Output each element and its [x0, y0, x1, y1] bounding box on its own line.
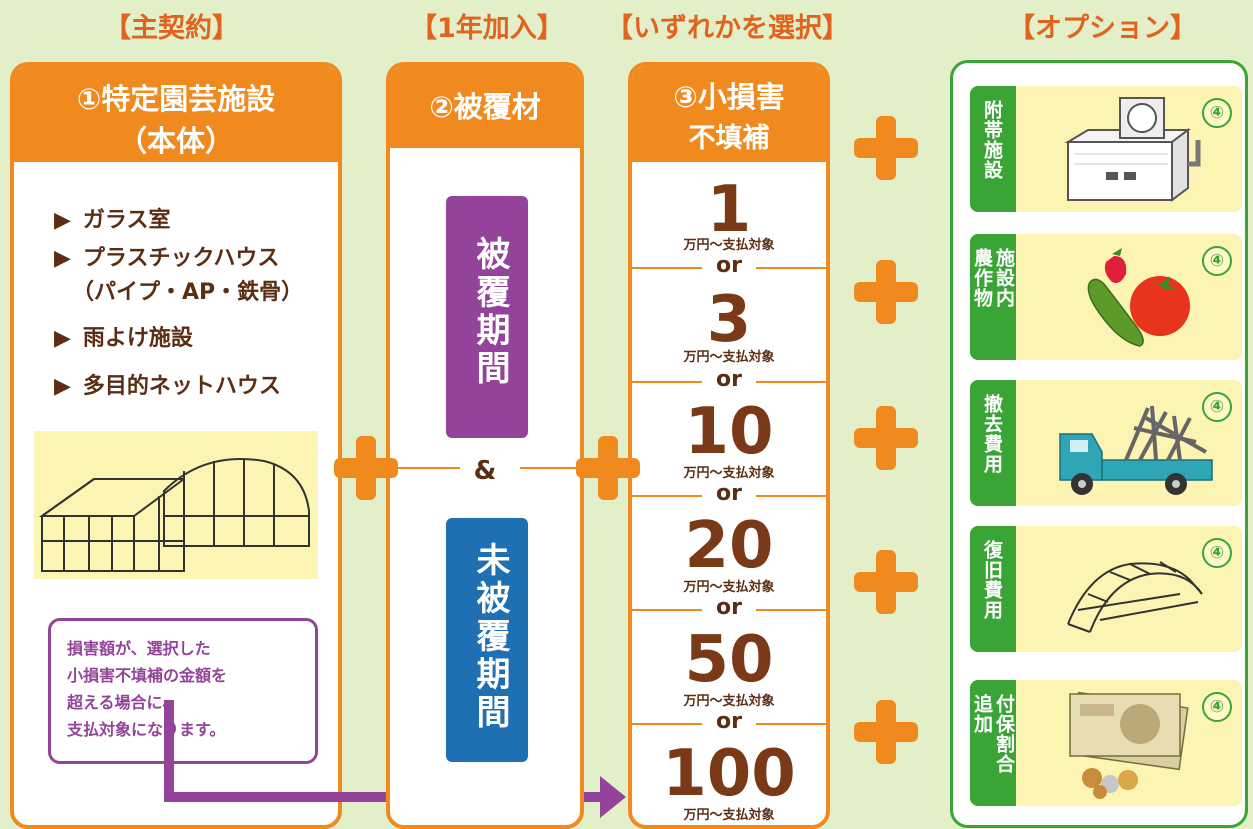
period-and: & [473, 456, 497, 486]
card-main-facility-header: ①特定園芸施設 （本体） [14, 66, 338, 162]
option-number-badge: ④ [1202, 98, 1232, 128]
amount-3: 3 [706, 283, 752, 357]
header-main-contract: 【主契約】 [104, 13, 239, 44]
amount-unit: 万円～支払対象 [683, 238, 775, 253]
card-covering-material-header: ②被覆材 [390, 66, 580, 148]
or-separator: or [632, 709, 826, 734]
or-separator: or [632, 481, 826, 506]
or-separator: or [632, 253, 826, 278]
card-small-damage-subtitle: 不填補 [688, 123, 770, 154]
period-covered-label: 被覆期間 [470, 236, 510, 388]
note-arrow-head [600, 776, 626, 818]
amount-50: 50 [684, 623, 774, 697]
amount-100: 100 [662, 737, 796, 811]
option-number-badge: ④ [1202, 246, 1232, 276]
option-additional-coverage: 付保割合 追加 ④ [970, 680, 1242, 806]
card-main-facility: ①特定園芸施設 （本体） ▶ガラス室 ▶プラスチックハウス （パイプ・AP・鉄骨… [10, 62, 342, 829]
option-tag: 撤去費用 [970, 380, 1016, 506]
amount-10: 10 [684, 395, 774, 469]
facility-item-plastic: ▶プラスチックハウス [54, 246, 280, 271]
note-line: 損害額が、選択した [67, 639, 211, 658]
facility-item-glass: ▶ガラス室 [54, 208, 171, 233]
period-uncovered-box: 未被覆期間 [446, 518, 528, 762]
card-main-facility-title: ①特定園芸施設 [76, 82, 276, 116]
truck-icon [1059, 405, 1213, 495]
plus-icon [854, 406, 918, 470]
plus-icon [576, 436, 640, 500]
amount-unit: 万円～支払対象 [683, 808, 775, 823]
option-tag: 復旧費用 [970, 526, 1016, 652]
card-small-damage-title: ③小損害 [673, 80, 785, 114]
note-line: 小損害不填補の金額を [67, 666, 228, 685]
amount-unit: 万円～支払対象 [683, 694, 775, 709]
note-line: 超える場合に、 [67, 693, 179, 712]
money-icon [1069, 691, 1189, 799]
option-number-badge: ④ [1202, 538, 1232, 568]
card-covering-material: ②被覆材 被覆期間 & 未被覆期間 [386, 62, 584, 829]
facility-item-net-house: ▶多目的ネットハウス [54, 374, 281, 399]
option-crops: 施設内 農作物 ④ [970, 234, 1242, 360]
note-line: 支払対象になります。 [67, 720, 226, 739]
period-uncovered-label: 未被覆期間 [470, 542, 510, 732]
plus-icon [334, 436, 398, 500]
amount-20: 20 [684, 509, 774, 583]
facility-item-rain-shelter: ▶雨よけ施設 [54, 326, 193, 351]
amount-unit: 万円～支払対象 [683, 580, 775, 595]
option-tag: 付保割合 追加 [970, 680, 1016, 806]
plus-icon [854, 550, 918, 614]
card-small-damage: ③小損害 不填補 1 万円～支払対象 or 3 万円～支払対象 or 10 万円… [628, 62, 830, 829]
plus-icon [854, 700, 918, 764]
greenhouse-frame-icon [1067, 561, 1203, 633]
crops-icon [1087, 248, 1190, 347]
note-box: 損害額が、選択した 小損害不填補の金額を 超える場合に、 支払対象になります。 [48, 618, 318, 764]
option-removal-cost: 撤去費用 ④ [970, 380, 1242, 506]
connector-line [520, 467, 580, 469]
amount-1: 1 [706, 173, 752, 247]
plus-icon [854, 116, 918, 180]
option-auxiliary-facility: 附帯施設 ④ [970, 86, 1242, 212]
card-main-facility-subtitle: （本体） [117, 124, 234, 158]
amount-unit: 万円～支払対象 [683, 466, 775, 481]
period-covered-box: 被覆期間 [446, 196, 528, 438]
header-select-one: 【いずれかを選択】 [606, 13, 849, 44]
note-arrow [164, 700, 174, 800]
amount-unit: 万円～支払対象 [683, 350, 775, 365]
option-number-badge: ④ [1202, 392, 1232, 422]
greenhouse-illustration [34, 431, 318, 579]
option-tag: 施設内 農作物 [970, 234, 1016, 360]
greenhouse-icon [38, 458, 310, 572]
header-one-year: 【1年加入】 [410, 13, 564, 44]
auxiliary-facility-icon [1064, 97, 1201, 202]
or-separator: or [632, 595, 826, 620]
note-arrow-shaft [164, 792, 606, 802]
header-options: 【オプション】 [1008, 13, 1197, 44]
plus-icon [854, 260, 918, 324]
card-small-damage-header: ③小損害 不填補 [632, 66, 826, 162]
option-tag: 附帯施設 [970, 86, 1016, 212]
option-number-badge: ④ [1202, 692, 1232, 722]
or-separator: or [632, 367, 826, 392]
option-restoration-cost: 復旧費用 ④ [970, 526, 1242, 652]
facility-item-plastic-detail: （パイプ・AP・鉄骨） [72, 280, 304, 305]
connector-line [390, 467, 460, 469]
